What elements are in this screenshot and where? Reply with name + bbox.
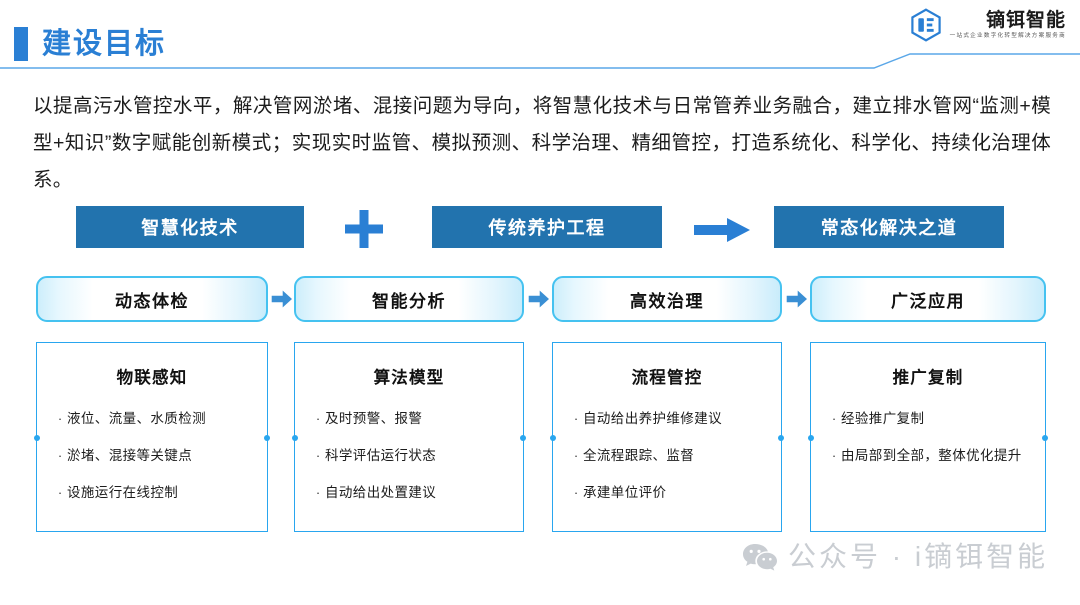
right-arrow-icon	[694, 218, 750, 242]
bullet-marker: ·	[315, 448, 321, 463]
card-bullet-list: · 及时预警、报警 · 科学评估运行状态 · 自动给出处置建议	[295, 409, 523, 520]
list-item: · 设施运行在线控制	[53, 483, 251, 502]
logo-text: 镝铒智能 一站式企业数字化转型解决方案服务商	[950, 10, 1066, 41]
page-header: 建设目标 镝铒智能 一站式企业数字化转型解决方案服务商	[0, 0, 1080, 80]
list-item: · 自动给出处置建议	[311, 483, 507, 502]
wechat-watermark: 公众号 · i镝铒智能	[742, 541, 1048, 573]
list-item-text: 液位、流量、水质检测	[67, 411, 206, 426]
stage-box-efficient-governance[interactable]: 高效治理	[552, 276, 782, 322]
list-item: · 经验推广复制	[827, 409, 1029, 428]
bullet-marker: ·	[315, 485, 321, 500]
card-title: 物联感知	[116, 369, 188, 387]
list-item: · 科学评估运行状态	[311, 446, 507, 465]
stage-arrow-icon-2	[527, 287, 551, 311]
wechat-icon	[743, 543, 777, 571]
stage-row: 动态体检 智能分析 高效治理 广泛应用	[0, 276, 1080, 324]
list-item: · 液位、流量、水质检测	[53, 409, 251, 428]
list-item: · 由局部到全部，整体优化提升	[827, 446, 1029, 465]
stage-box-broad-application[interactable]: 广泛应用	[810, 276, 1046, 322]
list-item-text: 经验推广复制	[841, 411, 925, 426]
list-item-text: 设施运行在线控制	[67, 485, 179, 500]
list-item: · 及时预警、报警	[311, 409, 507, 428]
list-item-text: 及时预警、报警	[325, 411, 423, 426]
bullet-marker: ·	[57, 485, 63, 500]
list-item-text: 自动给出养护维修建议	[583, 411, 722, 426]
bullet-marker: ·	[573, 485, 579, 500]
bullet-marker: ·	[573, 448, 579, 463]
bullet-marker: ·	[315, 411, 321, 426]
card-title: 推广复制	[892, 369, 964, 387]
stage-arrow-icon-1	[270, 287, 294, 311]
bullet-marker: ·	[831, 411, 837, 426]
list-item: · 全流程跟踪、监督	[569, 446, 765, 465]
list-item-text: 全流程跟踪、监督	[583, 448, 695, 463]
stage-box-intelligent-analysis[interactable]: 智能分析	[294, 276, 524, 322]
page-title: 建设目标	[42, 28, 167, 60]
formula-row: 智慧化技术 传统养护工程 常态化解决之道	[0, 206, 1080, 250]
list-item: · 承建单位评价	[569, 483, 765, 502]
stage-box-dynamic-inspection[interactable]: 动态体检	[36, 276, 268, 322]
logo-tagline: 一站式企业数字化转型解决方案服务商	[949, 32, 1066, 39]
list-item-text: 承建单位评价	[583, 485, 667, 500]
intro-paragraph: 以提高污水管控水平，解决管网淤堵、混接问题为导向，将智慧化技术与日常管养业务融合…	[33, 95, 1051, 191]
list-item-text: 由局部到全部，整体优化提升	[841, 448, 1022, 463]
detail-card-algorithm-model[interactable]: 算法模型 · 及时预警、报警 · 科学评估运行状态 · 自动给出处置建议	[292, 342, 526, 532]
card-bullet-list: · 自动给出养护维修建议 · 全流程跟踪、监督 · 承建单位评价	[553, 409, 781, 520]
list-item-text: 科学评估运行状态	[325, 448, 437, 463]
card-bullet-list: · 液位、流量、水质检测 · 淤堵、混接等关键点 · 设施运行在线控制	[37, 409, 267, 520]
detail-card-row: 物联感知 · 液位、流量、水质检测 · 淤堵、混接等关键点 · 设施运行在线控制…	[0, 342, 1080, 540]
formula-box-technology: 智慧化技术	[76, 206, 304, 248]
bullet-marker: ·	[57, 411, 63, 426]
list-item-text: 自动给出处置建议	[325, 485, 437, 500]
logo-name: 镝铒智能	[985, 9, 1066, 31]
bullet-marker: ·	[573, 411, 579, 426]
bullet-marker: ·	[831, 448, 837, 463]
plus-icon	[345, 210, 383, 248]
formula-box-maintenance: 传统养护工程	[432, 206, 662, 248]
card-title: 算法模型	[373, 369, 445, 387]
bullet-marker: ·	[57, 448, 63, 463]
list-item: · 淤堵、混接等关键点	[53, 446, 251, 465]
card-bullet-list: · 经验推广复制 · 由局部到全部，整体优化提升	[811, 409, 1045, 483]
stage-arrow-icon-3	[785, 287, 809, 311]
brand-logo: 镝铒智能 一站式企业数字化转型解决方案服务商	[909, 8, 1066, 42]
logo-hexagon-icon	[910, 8, 941, 42]
list-item-text: 淤堵、混接等关键点	[67, 448, 193, 463]
detail-card-process-control[interactable]: 流程管控 · 自动给出养护维修建议 · 全流程跟踪、监督 · 承建单位评价	[550, 342, 784, 532]
list-item: · 自动给出养护维修建议	[569, 409, 765, 428]
detail-card-iot-sensing[interactable]: 物联感知 · 液位、流量、水质检测 · 淤堵、混接等关键点 · 设施运行在线控制	[34, 342, 270, 532]
formula-box-solution: 常态化解决之道	[774, 206, 1004, 248]
watermark-text: 公众号 · i镝铒智能	[788, 541, 1049, 572]
card-title: 流程管控	[631, 369, 703, 387]
detail-card-promotion-replication[interactable]: 推广复制 · 经验推广复制 · 由局部到全部，整体优化提升	[808, 342, 1048, 532]
title-accent-bar	[14, 27, 28, 61]
